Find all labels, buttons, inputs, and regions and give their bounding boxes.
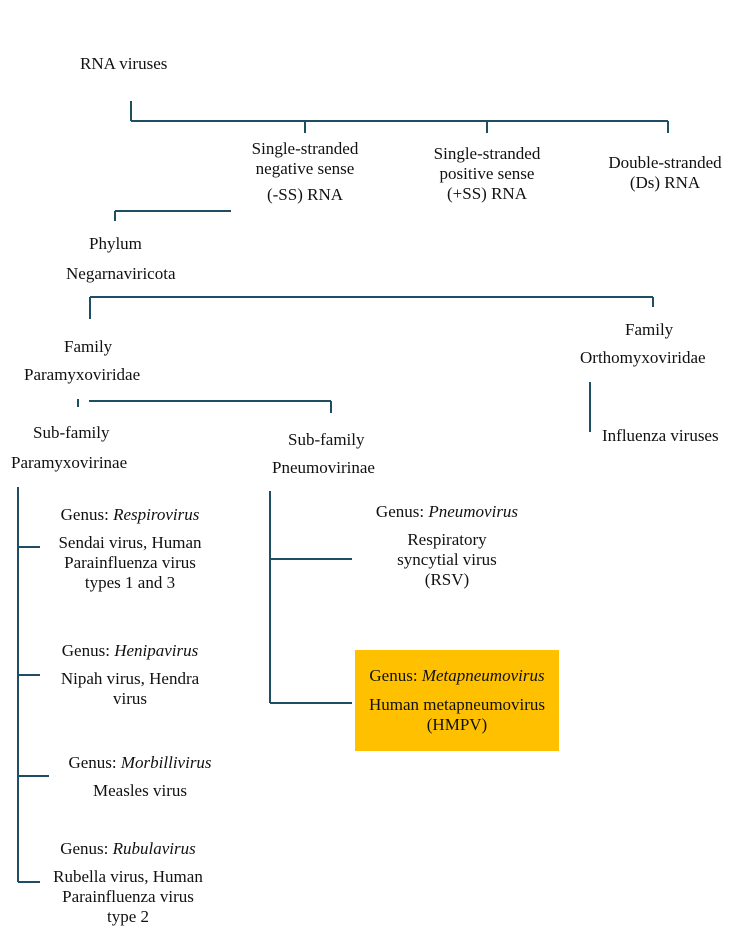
subfamily-pneumovirinae-name: Pneumovirinae bbox=[272, 458, 375, 477]
metapneumovirus-highlight-box bbox=[355, 650, 559, 751]
genus-morbillivirus-name: Morbillivirus bbox=[120, 753, 212, 772]
subfamily-paramyxovirinae-name: Paramyxovirinae bbox=[11, 453, 128, 472]
family-orthomyxoviridae-label: Family bbox=[625, 320, 674, 339]
subfamily-pneumovirinae-label: Sub-family bbox=[288, 430, 365, 449]
family-orthomyxoviridae-name: Orthomyxoviridae bbox=[580, 348, 706, 367]
genus-metapneumovirus-name: Metapneumovirus bbox=[421, 666, 545, 685]
phylum-name: Negarnaviricota bbox=[66, 264, 176, 283]
group-negative-sense: Single-stranded negative sense (-SS) RNA bbox=[251, 139, 359, 204]
genus-pneumovirus-name: Pneumovirus bbox=[428, 502, 519, 521]
family-paramyxoviridae-label: Family bbox=[64, 337, 113, 356]
root-label: RNA viruses bbox=[80, 54, 168, 73]
genus-respirovirus-name: Respirovirus bbox=[113, 505, 200, 524]
family-paramyxoviridae-name: Paramyxoviridae bbox=[24, 365, 141, 384]
genus-rubulavirus-name: Rubulavirus bbox=[112, 839, 196, 858]
subfamily-paramyxovirinae-label: Sub-family bbox=[33, 423, 110, 442]
genus-morbillivirus: Genus: Morbillivirus Measles virus bbox=[68, 753, 212, 800]
genus-metapneumovirus: Genus: Metapneumovirus Human metapneumov… bbox=[368, 666, 546, 734]
phylum-label: Phylum bbox=[89, 234, 142, 253]
genus-rubulavirus: Genus: Rubulavirus Rubella virus, Human … bbox=[53, 839, 203, 926]
group-double-stranded: Double-stranded (Ds) RNA bbox=[608, 153, 722, 192]
group-positive-sense: Single-stranded positive sense (+SS) RNA bbox=[433, 144, 541, 203]
genus-pneumovirus: Genus: Pneumovirus Respiratory syncytial… bbox=[375, 502, 519, 589]
genus-henipavirus-name: Henipavirus bbox=[114, 641, 199, 660]
genus-henipavirus: Genus: Henipavirus Nipah virus, Hendra v… bbox=[60, 641, 200, 708]
genus-respirovirus: Genus: Respirovirus Sendai virus, Human … bbox=[58, 505, 202, 592]
influenza-viruses-label: Influenza viruses bbox=[602, 426, 719, 445]
